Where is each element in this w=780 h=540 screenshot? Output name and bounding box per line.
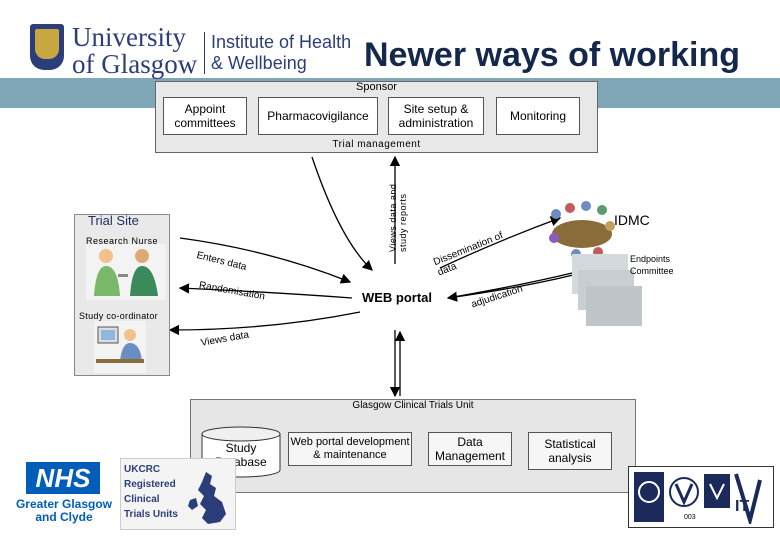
views-reports-label: Views data and study reports: [388, 183, 408, 252]
uk-map-icon: [188, 472, 226, 524]
arrow-randomisation: [178, 283, 353, 299]
statistical-analysis-box: Statistical analysis: [528, 432, 612, 470]
cert-number: 003: [684, 514, 696, 521]
header-white-area: [0, 0, 780, 78]
certification-icons: [634, 472, 762, 524]
idmc-label: IDMC: [614, 212, 650, 228]
endpoints-committee-label: Endpoints Committee: [630, 254, 674, 276]
arrow-enters-data: [179, 237, 352, 284]
data-management-box: Data Management: [428, 432, 512, 466]
university-line1: University: [72, 22, 186, 52]
ukcrc-line4: Trials Units: [124, 509, 178, 520]
gcu-label: Glasgow Clinical Trials Unit: [352, 400, 474, 411]
ukcrc-line2: Registered: [124, 479, 176, 490]
arrow-dissemination: [439, 216, 562, 269]
trial-site-title: Trial Site: [88, 213, 139, 228]
monitoring-box: Monitoring: [496, 97, 580, 135]
arrow-trial-management-to-portal: [311, 156, 373, 271]
ukcrc-line1: UKCRC: [124, 464, 161, 475]
cert-brand-text: IT: [735, 498, 750, 515]
university-line2: of Glasgow: [72, 49, 198, 79]
web-portal-dev-box: Web portal development & maintenance: [288, 432, 412, 466]
sponsor-label: Sponsor: [356, 81, 397, 93]
research-nurse-icon: [86, 244, 166, 300]
site-setup-box: Site setup & administration: [388, 97, 484, 135]
trial-management-label: Trial management: [332, 139, 421, 150]
appoint-committees-box: Appoint committees: [163, 97, 247, 135]
nhs-subtitle-line1: Greater Glasgow: [15, 497, 113, 511]
study-coordinator-icon: [94, 321, 146, 373]
page-title: Newer ways of working: [364, 36, 740, 74]
ukcrc-text: UKCRC Registered Clinical Trials Units: [124, 462, 178, 522]
ukcrc-line3: Clinical: [124, 494, 160, 505]
study-coordinator-label: Study co-ordinator: [79, 311, 158, 321]
institute-line1: Institute of Health: [211, 32, 352, 52]
research-nurse-label: Research Nurse: [86, 236, 159, 246]
idmc-meeting-icon: [549, 201, 615, 259]
institute-name: Institute of Health & Wellbeing: [204, 32, 351, 74]
web-portal-label: WEB portal: [361, 290, 433, 305]
nhs-subtitle: Greater Glasgow and Clyde: [14, 498, 114, 524]
nhs-logo: NHS: [26, 462, 100, 494]
university-crest-icon: [30, 24, 64, 70]
nhs-subtitle-line2: and Clyde: [35, 510, 93, 524]
pharmacovigilance-box: Pharmacovigilance: [258, 97, 378, 135]
arrow-views-data: [168, 311, 361, 336]
university-name: University of Glasgow: [72, 24, 197, 78]
institute-line2: & Wellbeing: [211, 53, 307, 73]
endpoints-people-front: [586, 286, 642, 326]
